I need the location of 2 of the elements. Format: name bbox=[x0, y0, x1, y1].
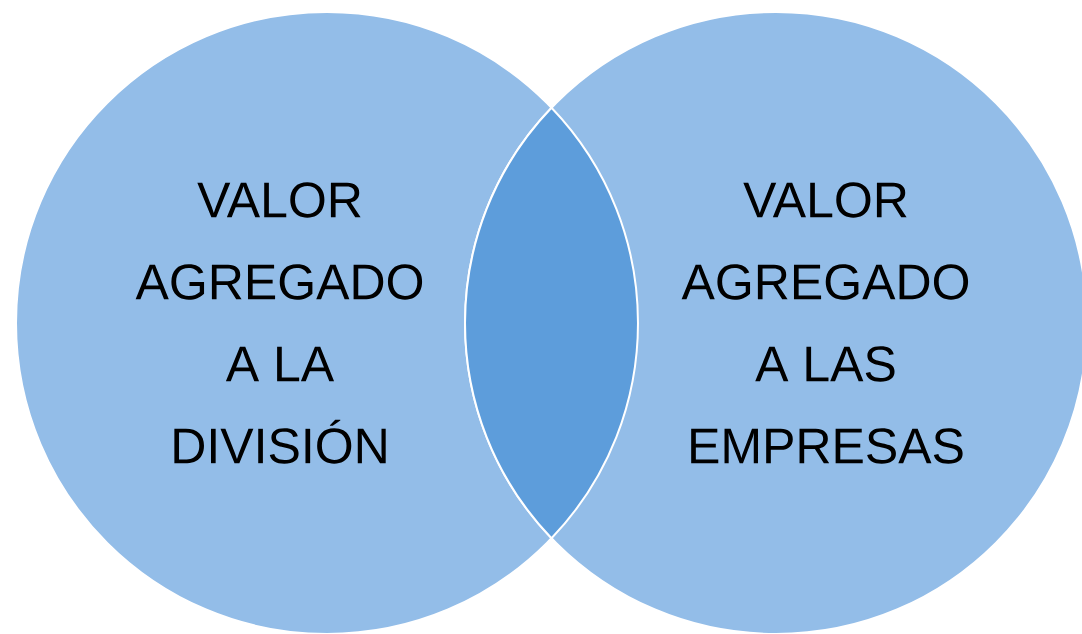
node-label: VALOR AGREGADO A LAS EMPRESAS bbox=[681, 182, 969, 464]
overlap-region bbox=[464, 106, 639, 540]
